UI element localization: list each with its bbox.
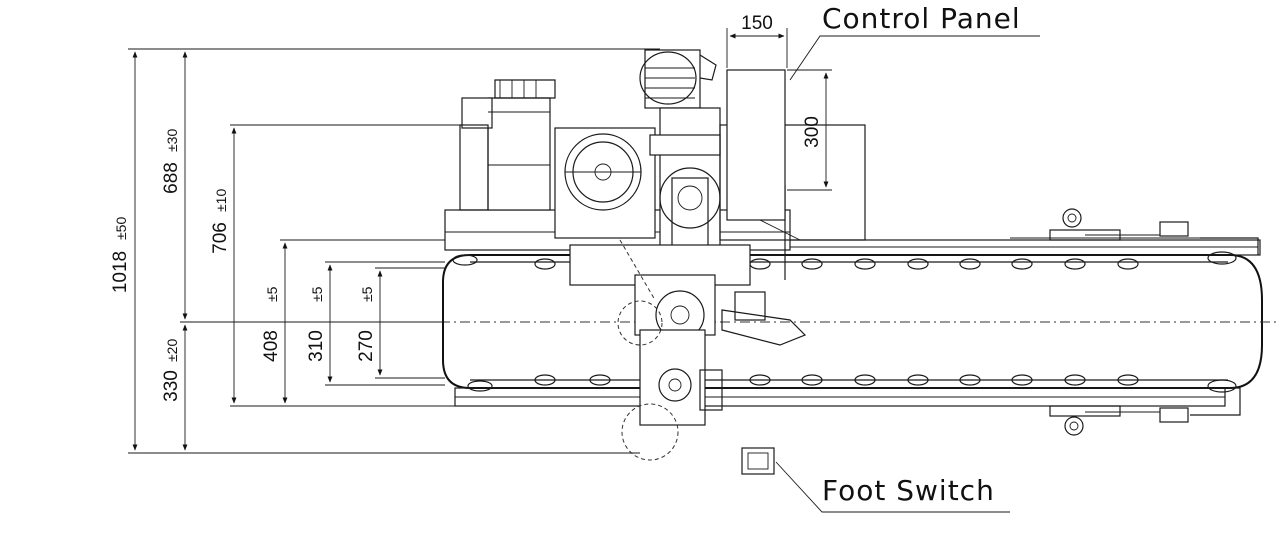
dim-1018-tolerance: ±50 (113, 217, 129, 240)
dim-1018: 1018 ±50 (110, 217, 131, 294)
control-panel-box (726, 69, 786, 221)
dim-688-tolerance: ±30 (164, 129, 180, 152)
dim-330: 330 ±20 (161, 339, 182, 402)
control-panel-label: Control Panel (822, 2, 1021, 35)
dim-270-value: 270 (356, 330, 377, 362)
dim-300: 300 (802, 116, 823, 148)
dim-150-value: 150 (741, 13, 773, 34)
machine-head (444, 49, 866, 461)
dim-300-value: 300 (802, 116, 823, 148)
dim-688-value: 688 (161, 162, 182, 194)
dimension-lines (128, 28, 1040, 513)
foot-switch-leader (775, 461, 1010, 513)
dim-706-value: 706 (210, 222, 231, 254)
dim-310-tolerance: ±5 (309, 286, 325, 302)
roller-row-bottom (467, 374, 1237, 393)
dim-330-tolerance: ±20 (164, 339, 180, 362)
dim-408-value: 408 (261, 330, 282, 362)
dim-1018-value: 1018 (110, 251, 131, 293)
dim-310-value: 310 (306, 330, 327, 362)
adjuster-bracket-bottom (1049, 405, 1189, 436)
dim-270: 270 ±5 (356, 286, 377, 362)
dim-688: 688 ±30 (161, 129, 182, 194)
dim-706-tolerance: ±10 (213, 189, 229, 212)
dim-330-value: 330 (161, 370, 182, 402)
control-panel-leader (789, 35, 1040, 81)
foot-switch-label: Foot Switch (822, 474, 995, 507)
adjuster-bracket-top (1010, 208, 1200, 241)
foot-switch-symbol (741, 447, 775, 475)
dim-706: 706 ±10 (210, 189, 231, 254)
dim-408: 408 ±5 (261, 286, 282, 362)
dim-310: 310 ±5 (306, 286, 327, 362)
dim-270-tolerance: ±5 (359, 286, 375, 302)
dim-408-tolerance: ±5 (264, 286, 280, 302)
